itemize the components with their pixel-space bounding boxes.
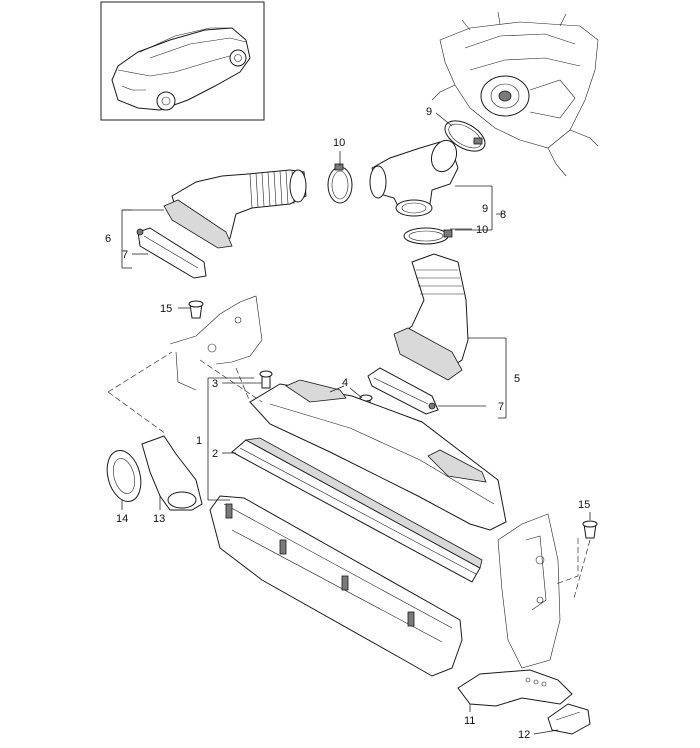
airbox-lower-housing	[209, 495, 463, 677]
duct-13	[141, 435, 203, 511]
callout-12: 12	[518, 729, 530, 741]
callout-5: 5	[514, 373, 520, 385]
callout-6: 6	[105, 233, 111, 245]
leader-lines	[121, 112, 591, 735]
callout-11: 11	[464, 715, 475, 727]
callout-4: 4	[342, 377, 348, 389]
callout-9-upper: 9	[426, 106, 432, 118]
callout-3: 3	[212, 378, 218, 390]
callout-13: 13	[153, 513, 165, 525]
gasket-12	[547, 703, 591, 735]
gasket-14	[106, 450, 142, 502]
callout-15-lower: 15	[578, 499, 590, 511]
screw-3	[259, 370, 273, 389]
clamp-10-upper	[327, 163, 353, 204]
upper-intake-hose	[163, 169, 307, 249]
callout-2: 2	[212, 448, 218, 460]
clamp-10-lower	[403, 227, 453, 245]
airbox-cover	[249, 379, 507, 531]
gasket-7-lower	[367, 367, 439, 415]
callout-10-upper: 10	[333, 137, 345, 149]
clip-15-lower	[582, 520, 598, 539]
body-structure-right	[497, 513, 561, 669]
callout-7-upper: 7	[122, 249, 128, 261]
callout-labels: 10 9 9 8 10 6 7 15 5 7 3 4 1 2 14 13 15 …	[105, 106, 590, 741]
gasket-7-upper	[136, 227, 207, 279]
clamp-9-upper	[444, 120, 486, 152]
callout-15-upper: 15	[160, 303, 172, 315]
lower-intake-hose	[393, 253, 469, 381]
clip-15-upper	[188, 300, 204, 319]
callout-10-lower: 10	[476, 224, 488, 236]
air-filter-element	[231, 437, 483, 583]
engine-intake-area	[431, 11, 599, 177]
vehicle-thumbnail	[100, 1, 265, 121]
body-structure-left	[169, 295, 263, 391]
duct-11	[457, 669, 573, 707]
callout-9-lower: 9	[482, 203, 488, 215]
callout-8: 8	[500, 209, 506, 221]
callout-14: 14	[116, 513, 128, 525]
connection-lines	[107, 351, 591, 599]
callout-7-lower: 7	[498, 401, 504, 413]
y-connector-housing	[369, 139, 459, 217]
callout-1: 1	[196, 435, 202, 447]
